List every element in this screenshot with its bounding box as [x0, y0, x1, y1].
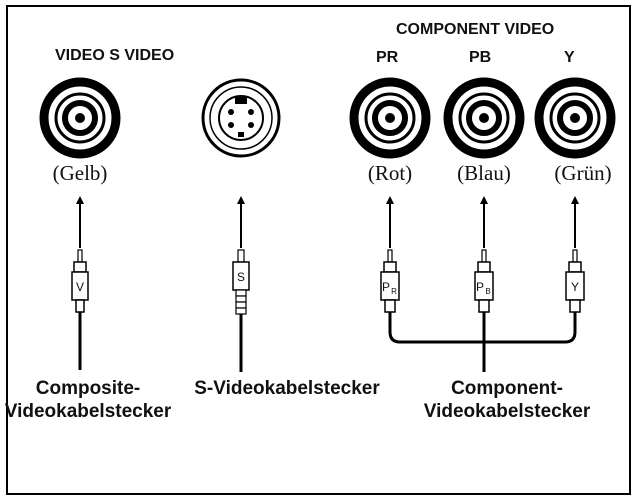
- component-caption-line1: Component-: [451, 378, 563, 399]
- pb-plug-label: P: [476, 280, 484, 294]
- pb-plug-sublabel: B: [485, 287, 490, 296]
- pr-plug-label: P: [382, 280, 390, 294]
- y-plug: [565, 249, 585, 313]
- video-s-video-header: VIDEO S VIDEO: [55, 47, 174, 64]
- pr-plug-sublabel: R: [391, 287, 397, 296]
- pb-header: PB: [469, 49, 491, 66]
- s-video-jack: [201, 78, 281, 158]
- composite-caption-line2: Videokabelstecker: [5, 401, 172, 422]
- diagram-frame: [6, 5, 631, 495]
- y-header: Y: [564, 49, 575, 66]
- pb-rca-jack: [443, 77, 525, 159]
- composite-color-label: (Gelb): [53, 161, 108, 185]
- s-video-caption: S-Videokabelstecker: [194, 378, 380, 399]
- y-plug-label: Y: [571, 280, 579, 294]
- s-video-plug-label: S: [237, 270, 245, 284]
- pr-rca-jack: [349, 77, 431, 159]
- pr-header: PR: [376, 49, 399, 66]
- pr-plug: [380, 249, 400, 313]
- pb-color-label: (Blau): [457, 161, 511, 185]
- pr-color-label: (Rot): [368, 161, 412, 185]
- y-rca-jack: [534, 77, 616, 159]
- composite-plug-label: V: [76, 280, 84, 294]
- connection-arrows: [76, 196, 579, 248]
- s-video-plug: [232, 249, 250, 372]
- composite-plug: [71, 249, 89, 370]
- component-video-header: COMPONENT VIDEO: [396, 21, 554, 38]
- composite-caption-line1: Composite-: [36, 378, 141, 399]
- composite-rca-jack: [39, 77, 121, 159]
- y-color-label: (Grün): [554, 161, 611, 185]
- component-caption-line2: Videokabelstecker: [424, 401, 591, 422]
- pb-plug: [474, 249, 494, 313]
